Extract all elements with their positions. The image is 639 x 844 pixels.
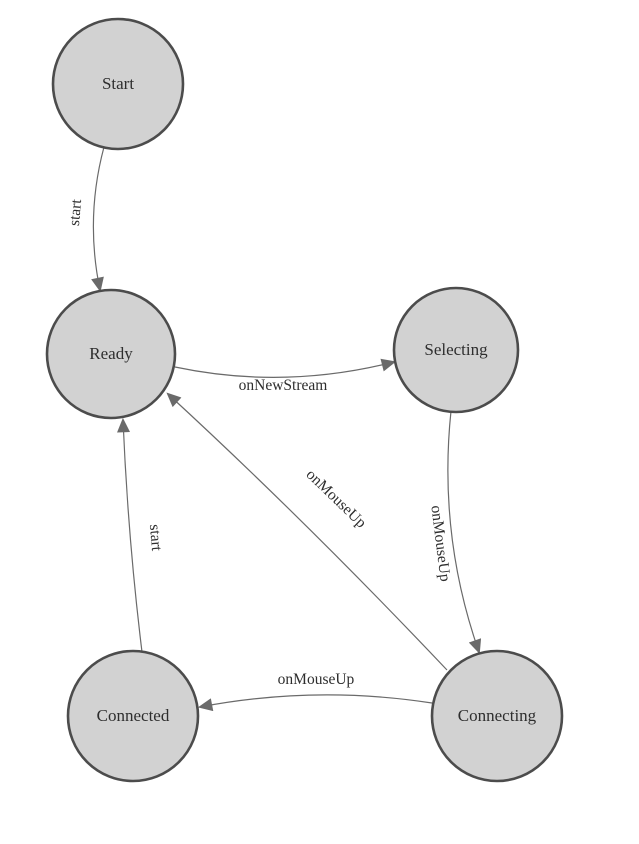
edge-line (197, 694, 433, 712)
edge-ready-to-selecting: onNewStream (174, 358, 397, 394)
edge-selecting-to-connecting: onMouseUp (427, 410, 482, 655)
state-node-connecting[interactable]: Connecting (430, 649, 564, 783)
edge-label: start (146, 524, 165, 553)
state-label: Selecting (424, 340, 488, 359)
edge-label: onMouseUp (278, 671, 355, 688)
edge-label: start (66, 198, 85, 227)
state-node-start[interactable]: Start (51, 17, 185, 151)
edge-line (91, 146, 105, 293)
edge-connecting-to-connected: onMouseUp (197, 671, 433, 712)
state-label: Ready (89, 344, 133, 363)
edge-connected-to-ready: start (117, 417, 165, 653)
state-circle[interactable] (430, 649, 564, 783)
state-node-selecting[interactable]: Selecting (392, 286, 520, 414)
edge-start-to-ready: start (66, 146, 105, 293)
edge-line (166, 392, 448, 671)
state-label: Connecting (458, 706, 537, 725)
state-circle[interactable] (51, 17, 185, 151)
edge-line (117, 417, 143, 653)
edge-label: onMouseUp (303, 466, 370, 532)
state-label: Connected (97, 706, 170, 725)
state-node-ready[interactable]: Ready (45, 288, 177, 420)
state-label: Start (102, 74, 134, 93)
state-circle[interactable] (66, 649, 200, 783)
state-node-connected[interactable]: Connected (66, 649, 200, 783)
state-circle[interactable] (45, 288, 177, 420)
edge-line (174, 358, 397, 378)
edge-line (447, 410, 482, 655)
edge-connecting-to-ready: onMouseUp (166, 392, 448, 671)
state-circle[interactable] (392, 286, 520, 414)
edge-label: onNewStream (239, 377, 328, 394)
